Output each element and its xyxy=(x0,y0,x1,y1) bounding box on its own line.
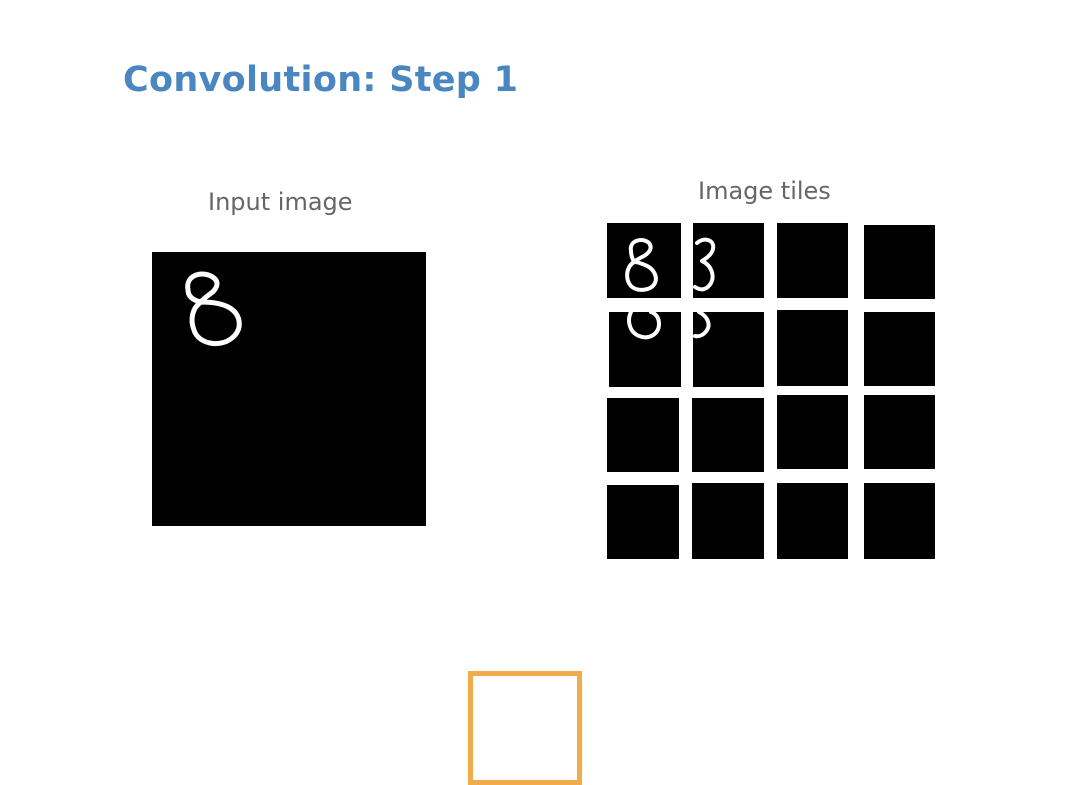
tile-row-3-col-2 xyxy=(692,398,764,472)
tile-row-4-col-1 xyxy=(607,485,679,559)
slide-title: Convolution: Step 1 xyxy=(123,60,519,100)
tile-row-3-col-3 xyxy=(777,395,848,469)
input-image xyxy=(152,252,582,785)
tile-row-1-col-4 xyxy=(864,225,935,299)
tile-row-4-col-4 xyxy=(864,483,935,559)
convolution-window xyxy=(468,671,582,785)
digit-stroke-bottom-left xyxy=(627,312,661,340)
tile-row-4-col-2 xyxy=(692,483,764,559)
digit-stroke-top-left xyxy=(625,237,658,292)
tile-row-1-col-1 xyxy=(607,223,681,298)
tile-row-3-col-4 xyxy=(864,395,935,469)
tile-row-2-col-1 xyxy=(609,312,681,387)
tile-row-1-col-3 xyxy=(777,223,848,298)
tile-row-2-col-2 xyxy=(693,312,764,387)
image-tiles-grid xyxy=(607,223,937,563)
tile-row-2-col-4 xyxy=(864,312,935,386)
input-image-caption: Input image xyxy=(208,188,353,216)
digit-stroke-bottom-right xyxy=(693,312,711,339)
tile-row-3-col-1 xyxy=(607,398,679,472)
tile-row-4-col-3 xyxy=(777,483,848,559)
tile-row-1-col-2 xyxy=(693,223,764,298)
image-tiles-caption: Image tiles xyxy=(698,177,831,205)
handwritten-digit-eight xyxy=(185,271,242,347)
tile-row-2-col-3 xyxy=(777,310,848,386)
digit-stroke-top-right xyxy=(693,237,716,292)
